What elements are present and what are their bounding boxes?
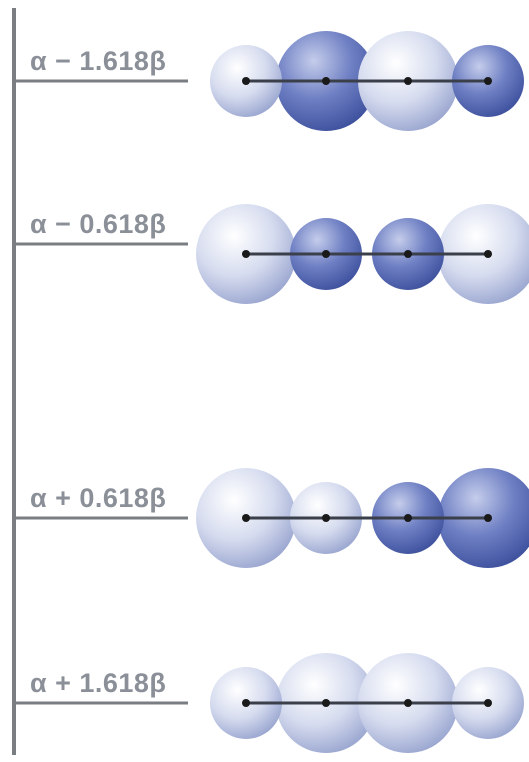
molecular-orbital — [210, 653, 524, 753]
molecular-orbital — [210, 31, 524, 131]
molecular-orbital — [196, 468, 529, 568]
atom-dot — [404, 77, 412, 85]
energy-level-1: α − 1.618β — [14, 31, 524, 131]
level-label: α + 0.618β — [30, 483, 166, 513]
atom-dot — [242, 514, 250, 522]
atom-dot — [322, 77, 330, 85]
atom-dot — [404, 250, 412, 258]
atom-dot — [404, 514, 412, 522]
atom-dot — [404, 699, 412, 707]
atom-dot — [242, 699, 250, 707]
atom-dot — [322, 699, 330, 707]
energy-level-4: α + 1.618β — [14, 653, 524, 753]
atom-dot — [322, 514, 330, 522]
atom-dot — [242, 77, 250, 85]
atom-dot — [484, 699, 492, 707]
atom-dot — [484, 514, 492, 522]
energy-level-3: α + 0.618β — [14, 468, 529, 568]
level-label: α − 1.618β — [30, 46, 166, 76]
atom-dot — [484, 250, 492, 258]
atom-dot — [242, 250, 250, 258]
level-label: α − 0.618β — [30, 209, 166, 239]
atom-dot — [322, 250, 330, 258]
atom-dot — [484, 77, 492, 85]
energy-level-2: α − 0.618β — [14, 204, 529, 304]
molecular-orbital — [196, 204, 529, 304]
level-label: α + 1.618β — [30, 668, 166, 698]
